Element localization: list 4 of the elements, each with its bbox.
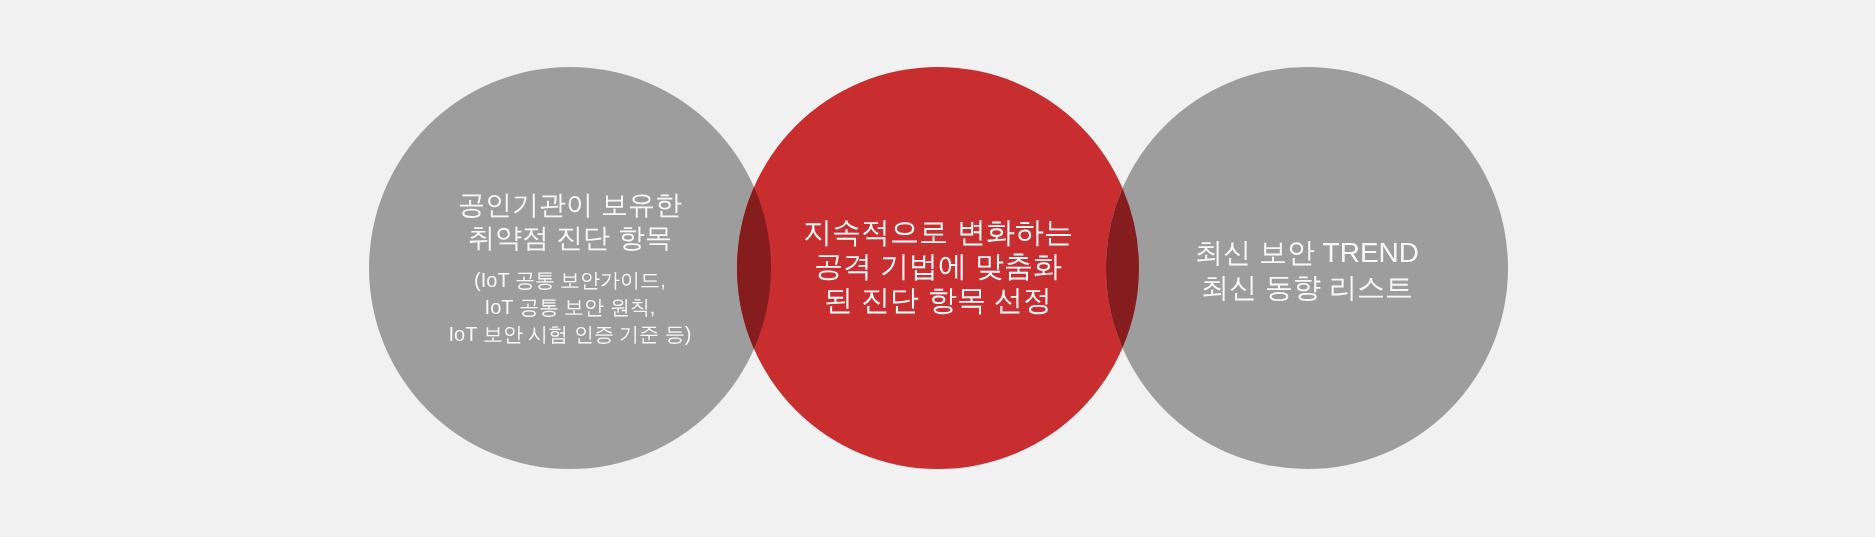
circle-heading: 공인기관이 보유한 취약점 진단 항목: [458, 188, 682, 255]
circle-note: (IoT 공통 보안가이드, IoT 공통 보안 원칙, IoT 보안 시험 인증 기준 등): [448, 267, 692, 347]
circle-heading: 최신 보안 TREND 최신 동향 리스트: [1195, 236, 1419, 305]
circle-heading: 지속적으로 변화하는 공격 기법에 맞춤화 된 진단 항목 선정: [803, 215, 1073, 317]
